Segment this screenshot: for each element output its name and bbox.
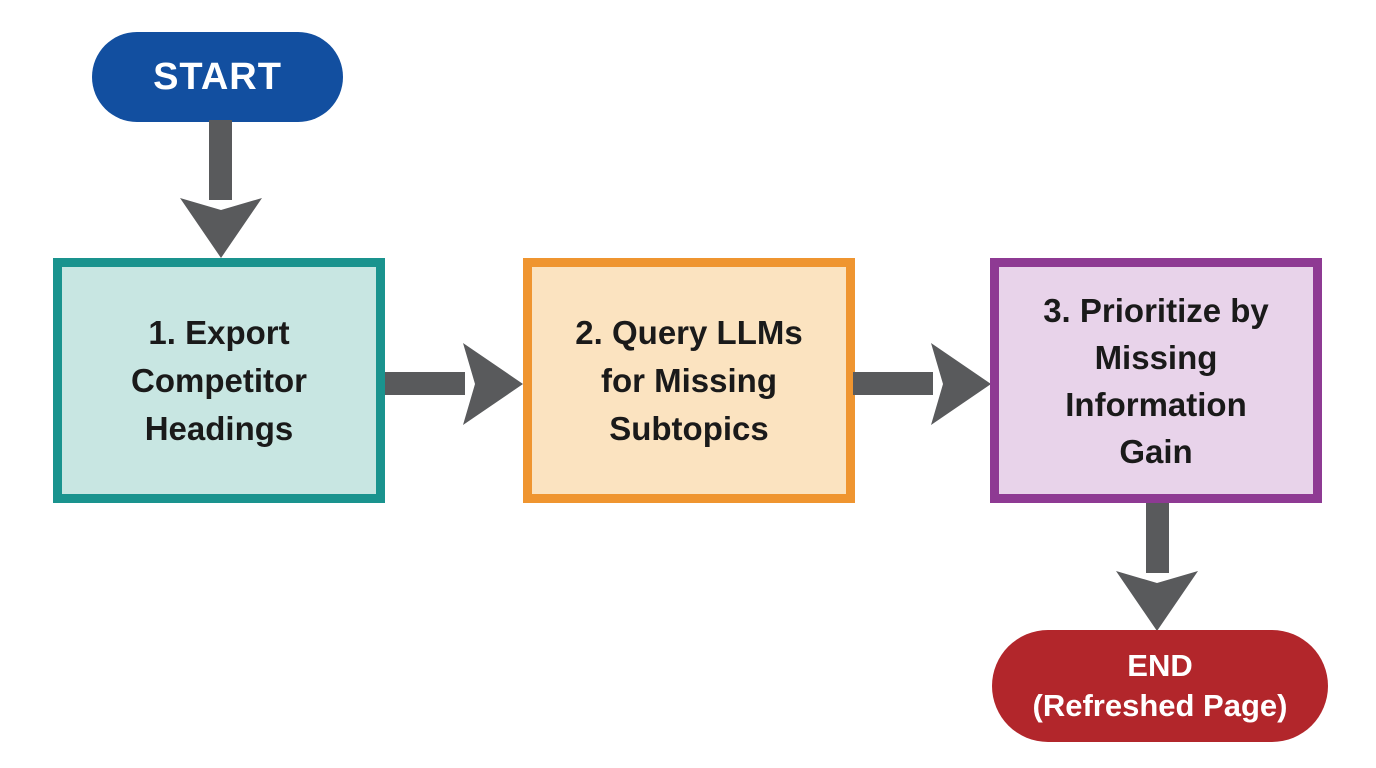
end-line: END — [1127, 648, 1193, 683]
step2-line: for Missing — [600, 361, 777, 399]
step1-line: Headings — [144, 409, 294, 447]
arrowhead-down-icon — [180, 198, 262, 258]
step1-box: 1. Export Competitor Headings — [53, 258, 385, 503]
arrow-shaft — [1146, 503, 1169, 573]
arrowhead-right-icon — [463, 343, 523, 425]
arrowhead-right-icon — [931, 343, 991, 425]
step3-line: Information — [1065, 385, 1247, 423]
step1-line: 1. Export — [148, 313, 290, 351]
start-label: START — [153, 55, 282, 98]
end-line: (Refreshed Page) — [1032, 688, 1288, 723]
arrow-shaft — [853, 372, 933, 395]
step3-line: Gain — [1119, 432, 1193, 470]
arrow-shaft — [209, 120, 232, 200]
arrowhead-down-icon — [1116, 571, 1198, 631]
step3-line: 3. Prioritize by — [1043, 291, 1269, 329]
end-node: END (Refreshed Page) — [992, 630, 1328, 742]
step3-box: 3. Prioritize by Missing Information Gai… — [990, 258, 1322, 503]
step2-line: Subtopics — [609, 409, 769, 447]
step3-line: Missing — [1094, 338, 1218, 376]
arrow-shaft — [385, 372, 465, 395]
step1-line: Competitor — [131, 361, 307, 399]
step2-line: 2. Query LLMs — [575, 313, 803, 351]
start-node: START — [92, 32, 343, 122]
step2-box: 2. Query LLMs for Missing Subtopics — [523, 258, 855, 503]
